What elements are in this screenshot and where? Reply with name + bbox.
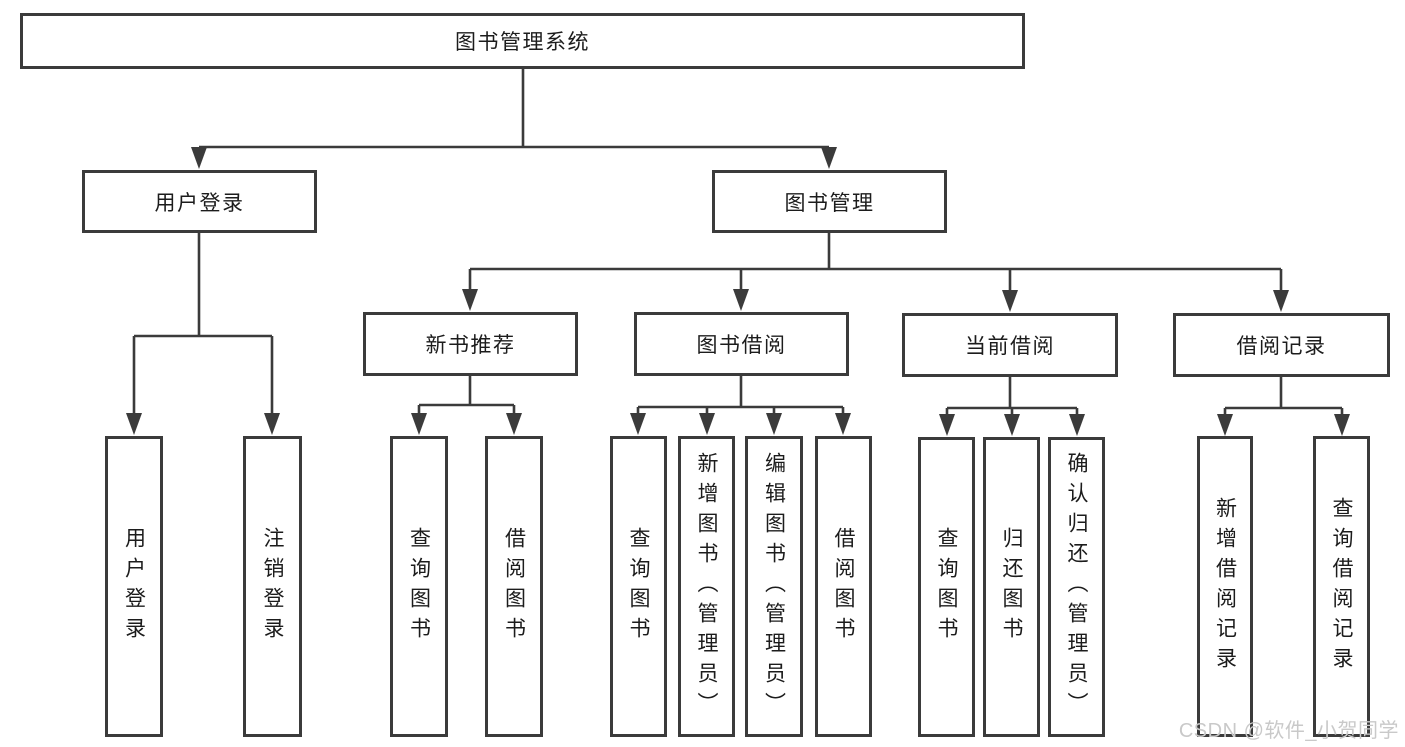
node-root-label: 图书管理系统 [455,31,590,54]
leaf-user-login: 用户登录 [105,436,163,737]
node-root: 图书管理系统 [20,13,1025,69]
leaf-query-books-borrowing: 查询图书 [610,436,667,737]
leaf-query-books-current: 查询图书 [918,437,975,737]
leaf-query-books-current-label: 查询图书 [935,527,958,647]
leaf-query-borrow-record-label: 查询借阅记录 [1330,496,1353,677]
leaf-return-books: 归还图书 [983,437,1040,737]
csdn-watermark: CSDN @软件_小贺同学 [1178,720,1399,742]
leaf-query-books-new-label: 查询图书 [407,526,431,647]
node-current-borrowing: 当前借阅 [902,313,1118,377]
leaf-add-borrow-record: 新增借阅记录 [1197,436,1253,737]
node-user-login: 用户登录 [82,170,317,233]
leaf-add-borrow-record-label: 新增借阅记录 [1213,496,1237,677]
leaf-query-borrow-record: 查询借阅记录 [1313,436,1370,737]
leaf-logout: 注销登录 [243,436,302,737]
leaf-borrow-books-new-label: 借阅图书 [502,526,526,647]
node-current-borrowing-label: 当前借阅 [965,335,1055,358]
node-book-management: 图书管理 [712,170,947,233]
node-borrowing-records: 借阅记录 [1173,313,1390,377]
leaf-confirm-return-admin: 确认归还（管理员） [1048,437,1105,737]
leaf-query-books-new: 查询图书 [390,436,448,737]
leaf-edit-book-admin: 编辑图书（管理员） [745,436,803,737]
leaf-borrow-books-new: 借阅图书 [485,436,543,737]
node-new-books-label: 新书推荐 [425,334,516,357]
leaf-user-login-label: 用户登录 [122,526,146,647]
node-book-borrowing-label: 图书借阅 [696,334,787,357]
leaf-logout-label: 注销登录 [261,526,284,647]
node-book-borrowing: 图书借阅 [634,312,849,376]
leaf-query-books-borrowing-label: 查询图书 [627,526,650,647]
leaf-add-book-admin: 新增图书（管理员） [678,436,735,737]
node-book-management-label: 图书管理 [784,191,875,215]
leaf-return-books-label: 归还图书 [1000,527,1023,647]
node-borrowing-records-label: 借阅记录 [1236,335,1327,358]
node-new-books: 新书推荐 [363,312,578,376]
leaf-add-book-admin-label: 新增图书（管理员） [695,451,718,722]
leaf-borrow-books: 借阅图书 [815,436,872,737]
leaf-edit-book-admin-label: 编辑图书（管理员） [762,451,786,722]
node-user-login-label: 用户登录 [154,191,245,215]
leaf-confirm-return-admin-label: 确认归还（管理员） [1065,452,1088,722]
leaf-borrow-books-label: 借阅图书 [832,526,855,647]
